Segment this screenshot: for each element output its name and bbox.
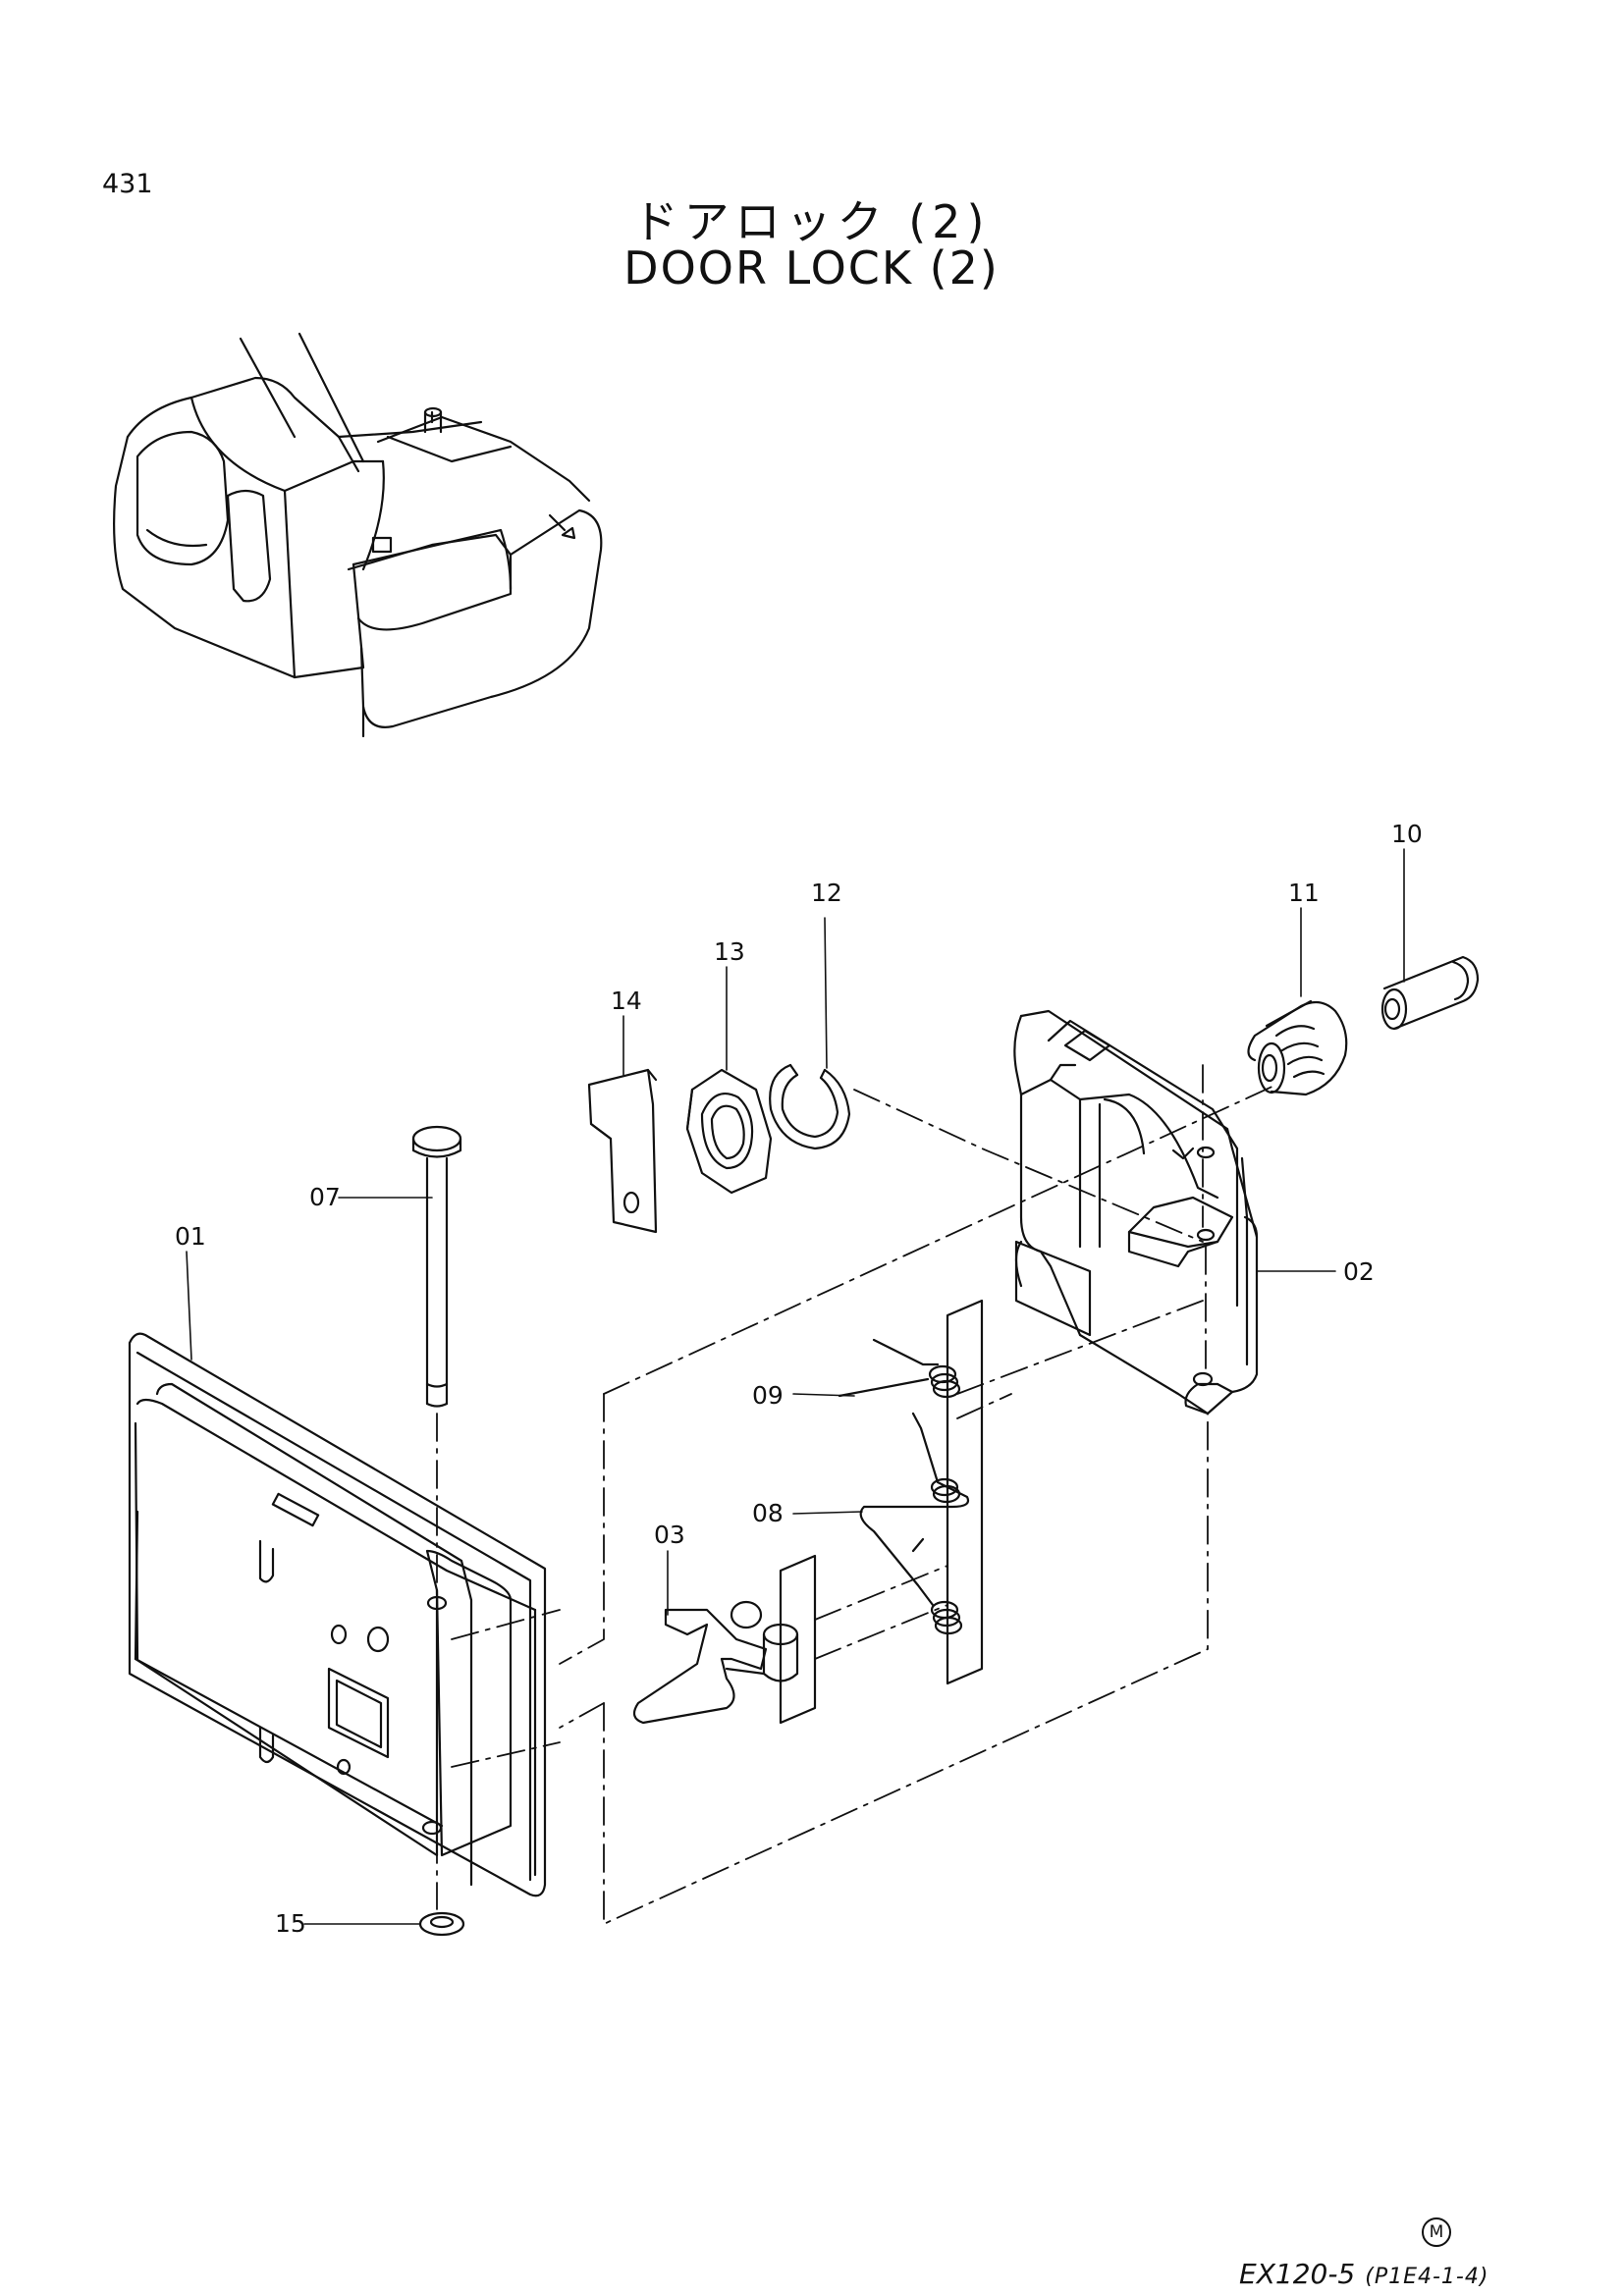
model-name: EX120-5 bbox=[1239, 2258, 1356, 2290]
latch-icon bbox=[632, 1299, 984, 1725]
callout-15: 15 bbox=[275, 1909, 306, 1938]
callout-09: 09 bbox=[752, 1381, 784, 1410]
excavator-cab-icon bbox=[113, 332, 603, 738]
page-title-japanese: ドアロック (2) bbox=[632, 195, 991, 248]
lock-nut-icon bbox=[685, 1068, 773, 1195]
callout-11: 11 bbox=[1288, 879, 1320, 907]
callout-07: 07 bbox=[309, 1183, 341, 1211]
snap-ring-icon bbox=[769, 1063, 851, 1150]
page-number: 431 bbox=[102, 169, 153, 199]
callout-14: 14 bbox=[611, 987, 642, 1015]
lock-bracket-icon bbox=[1013, 1009, 1259, 1415]
lock-body-icon bbox=[128, 1332, 547, 1897]
callout-08: 08 bbox=[752, 1499, 784, 1527]
drawing-code: (P1E4-1-4) bbox=[1365, 2265, 1489, 2289]
lock-knob-icon bbox=[1380, 955, 1480, 1031]
lock-plate-icon bbox=[587, 1068, 658, 1234]
spring-icon bbox=[838, 1338, 970, 1635]
assembly-guide-lines bbox=[436, 1064, 1277, 1925]
lock-bush-icon bbox=[1247, 999, 1348, 1096]
callout-01: 01 bbox=[175, 1222, 206, 1251]
callout-10: 10 bbox=[1391, 820, 1423, 848]
callout-13: 13 bbox=[714, 937, 745, 966]
callout-02: 02 bbox=[1343, 1257, 1375, 1286]
model-footer: EX120-5 (P1E4-1-4) bbox=[1239, 2258, 1488, 2290]
leader-lines bbox=[186, 848, 1405, 1925]
maker-mark: M bbox=[1422, 2217, 1451, 2247]
e-ring-icon bbox=[418, 1911, 465, 1937]
page-title: DOOR LOCK (2) bbox=[623, 241, 1000, 294]
callout-12: 12 bbox=[811, 879, 842, 907]
pin-icon bbox=[411, 1125, 462, 1408]
callout-03: 03 bbox=[654, 1521, 685, 1549]
